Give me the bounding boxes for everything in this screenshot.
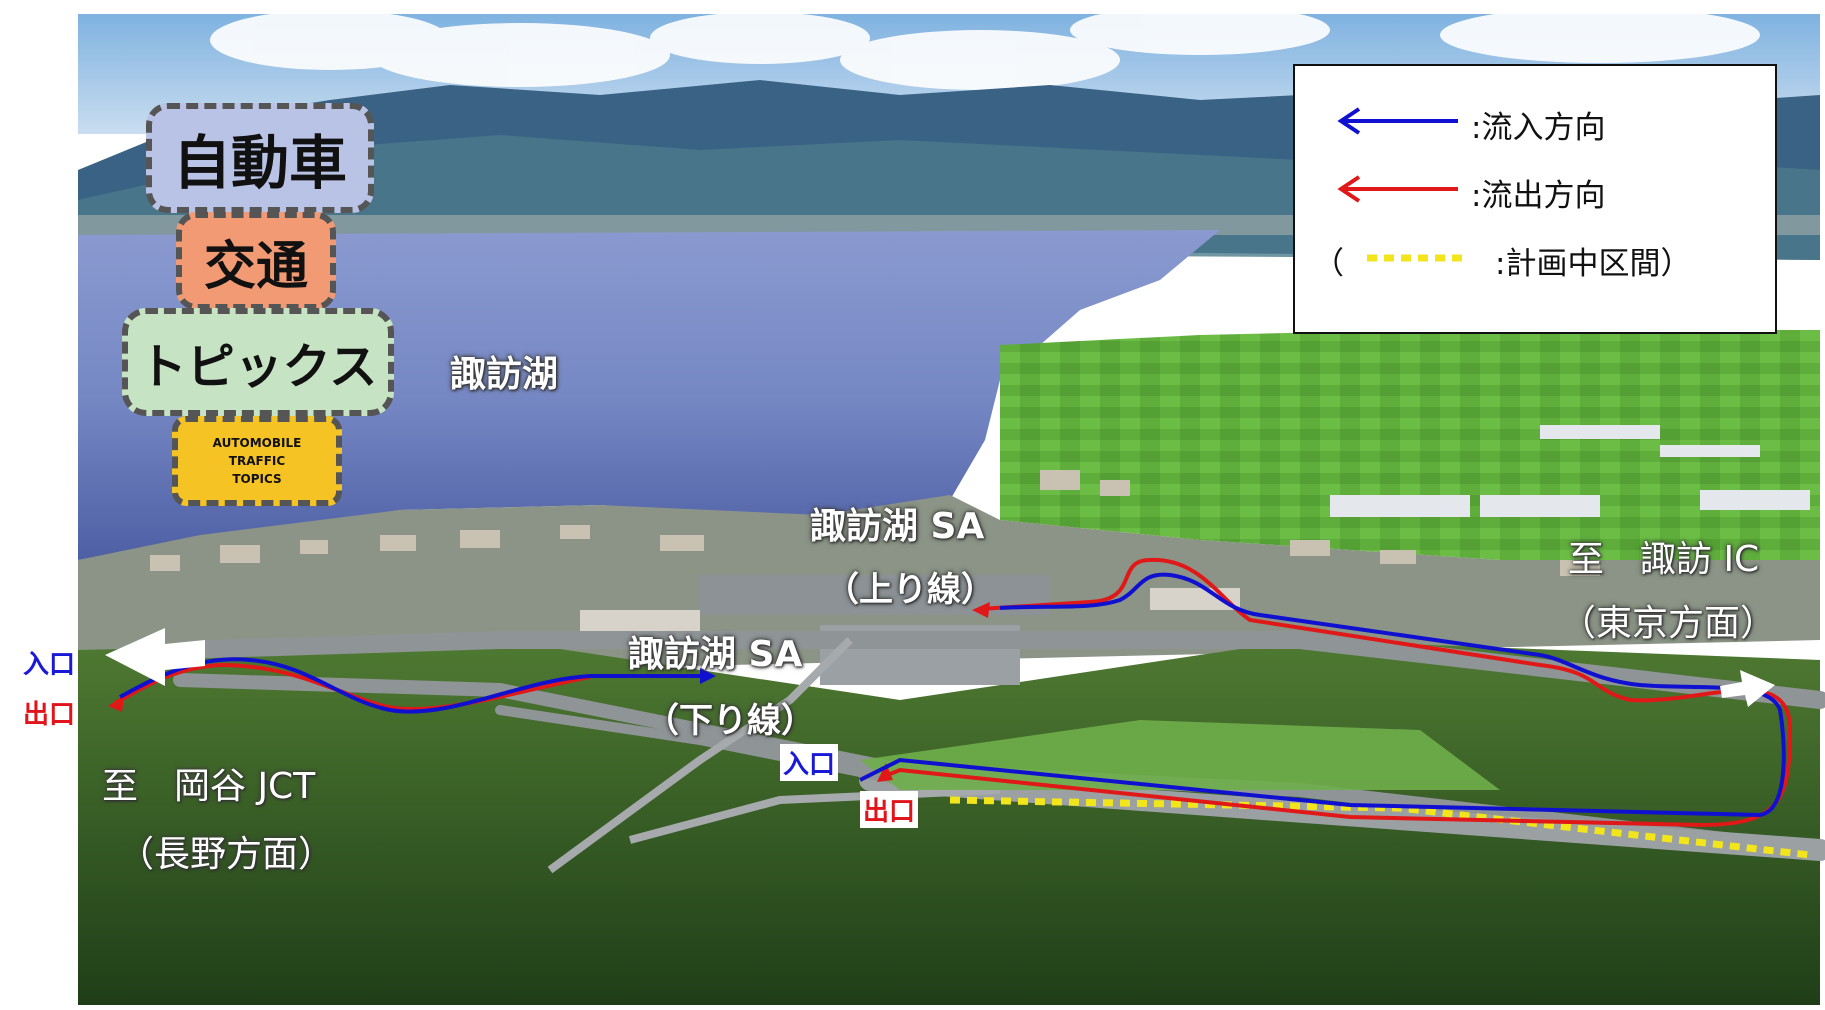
inflow-route-east [859,572,1786,818]
logo-en-line1: AUTOMOBILE [212,436,302,450]
legend-open-paren: （ [1313,246,1344,282]
logo-line1-badge: 自動車 [146,103,374,213]
logo-en-line3: TOPICS [232,472,282,486]
east-exit-label: 出口 [860,791,919,828]
outflow-route-east [879,557,1793,828]
east-direction-arrow [1720,670,1775,707]
legend-inflow-label: :流入方向 [1471,110,1606,146]
legend: :流入方向 :流出方向 （ :計画中区間） [1293,64,1777,334]
west-entrance-label: 入口 [20,644,79,681]
logo-line1: 自動車 [172,129,347,197]
outflow-arrow-icon [1337,175,1458,203]
greenhouses [1330,425,1810,517]
logo-line3: トピックス [138,339,378,395]
west-direction-arrow [105,628,205,686]
inflow-arrow-icon [1337,107,1458,135]
legend-outflow-label: :流出方向 [1471,178,1606,214]
east-destination: 至 諏訪 IC [1568,539,1760,580]
west-destination: 至 岡谷 JCT [102,766,316,807]
sa-down-direction: （下り線） [645,701,815,741]
lake-label: 諏訪湖 [450,354,559,395]
east-entrance-label: 入口 [780,744,839,781]
sa-up-name: 諏訪湖 SA [810,506,985,547]
logo-line2-badge: 交通 [176,212,336,310]
logo-line2: 交通 [203,236,308,297]
legend-planned-label: :計画中区間） [1495,246,1692,282]
farmland [1000,330,1820,560]
east-direction: （東京方面） [1560,603,1777,644]
sa-down-name: 諏訪湖 SA [628,634,803,675]
logo-line3-badge: トピックス [122,308,394,416]
sa-up-direction: （上り線） [825,570,995,610]
clouds [210,5,1760,90]
logo-en-line2: TRAFFIC [228,454,286,468]
logo-english-badge: AUTOMOBILE TRAFFIC TOPICS [172,416,342,506]
west-direction: （長野方面） [118,834,335,875]
west-exit-label: 出口 [20,694,79,731]
planned-dash-icon [1367,254,1463,262]
